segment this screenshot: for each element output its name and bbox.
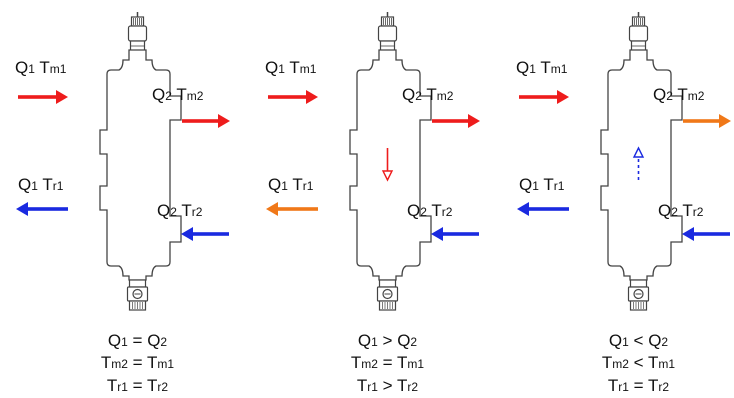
inlet-bottom-arrow	[517, 202, 569, 216]
inlet-bottom-label: Q1 Tr1	[268, 175, 314, 194]
inlet-bottom-label: Q1 Tr1	[519, 175, 565, 194]
air-vent-valve-icon	[127, 12, 148, 52]
drain-valve-icon	[126, 279, 149, 311]
condition-line-2: Tm2 < Tm1	[602, 353, 676, 372]
scenario-panel-2: Q1 Tm1 Q1 Tr1 Q2 Tm2 Q2 Tr2 Q1 > Q2 Tm2 = Tm1…	[265, 12, 480, 395]
inlet-top-arrow	[18, 90, 68, 104]
inlet-top-label: Q1 Tm1	[265, 58, 317, 77]
inlet-bottom-label: Q1 Tr1	[18, 175, 64, 194]
inner-flow-down-arrow	[381, 148, 394, 182]
air-vent-valve-icon	[377, 12, 398, 52]
separator-body	[99, 49, 182, 281]
separator-body	[600, 49, 683, 281]
condition-line-2: Tm2 = Tm1	[351, 353, 425, 372]
condition-line-3: Tr1 = Tr2	[608, 376, 670, 395]
outlet-bottom-arrow	[682, 227, 730, 241]
outlet-bottom-label: Q2 Tr2	[157, 201, 203, 220]
condition-line-2: Tm2 = Tm1	[101, 353, 175, 372]
inner-flow-up-arrow	[632, 146, 645, 180]
inlet-bottom-arrow	[16, 202, 68, 216]
outlet-top-label: Q2 Tm2	[402, 85, 454, 104]
condition-line-3: Tr1 > Tr2	[357, 376, 419, 395]
inlet-bottom-arrow	[266, 202, 318, 216]
inlet-top-arrow	[268, 90, 318, 104]
outlet-top-label: Q2 Tm2	[152, 85, 204, 104]
outlet-top-arrow	[432, 114, 480, 128]
inlet-top-label: Q1 Tm1	[516, 58, 568, 77]
condition-line-1: Q1 > Q2	[358, 331, 418, 350]
outlet-top-arrow	[683, 114, 731, 128]
drain-valve-icon	[376, 279, 399, 311]
condition-line-3: Tr1 = Tr2	[107, 376, 169, 395]
drain-valve-icon	[627, 279, 650, 311]
separator-body	[349, 49, 432, 281]
scenario-panel-3: Q1 Tm1 Q1 Tr1 Q2 Tm2 Q2 Tr2 Q1 < Q2 Tm2 < Tm1…	[516, 12, 731, 395]
condition-line-1: Q1 = Q2	[108, 331, 168, 350]
outlet-top-arrow	[182, 114, 230, 128]
inlet-top-arrow	[519, 90, 569, 104]
outlet-bottom-label: Q2 Tr2	[658, 201, 704, 220]
condition-line-1: Q1 < Q2	[609, 331, 669, 350]
outlet-bottom-arrow	[181, 227, 229, 241]
inlet-top-label: Q1 Tm1	[15, 58, 67, 77]
scenario-panel-1: Q1 Tm1 Q1 Tr1 Q2 Tm2 Q2 Tr2 Q1 = Q2 Tm2 = Tm1…	[15, 12, 230, 395]
air-vent-valve-icon	[628, 12, 649, 52]
outlet-bottom-label: Q2 Tr2	[407, 201, 453, 220]
outlet-top-label: Q2 Tm2	[653, 85, 705, 104]
outlet-bottom-arrow	[431, 227, 479, 241]
